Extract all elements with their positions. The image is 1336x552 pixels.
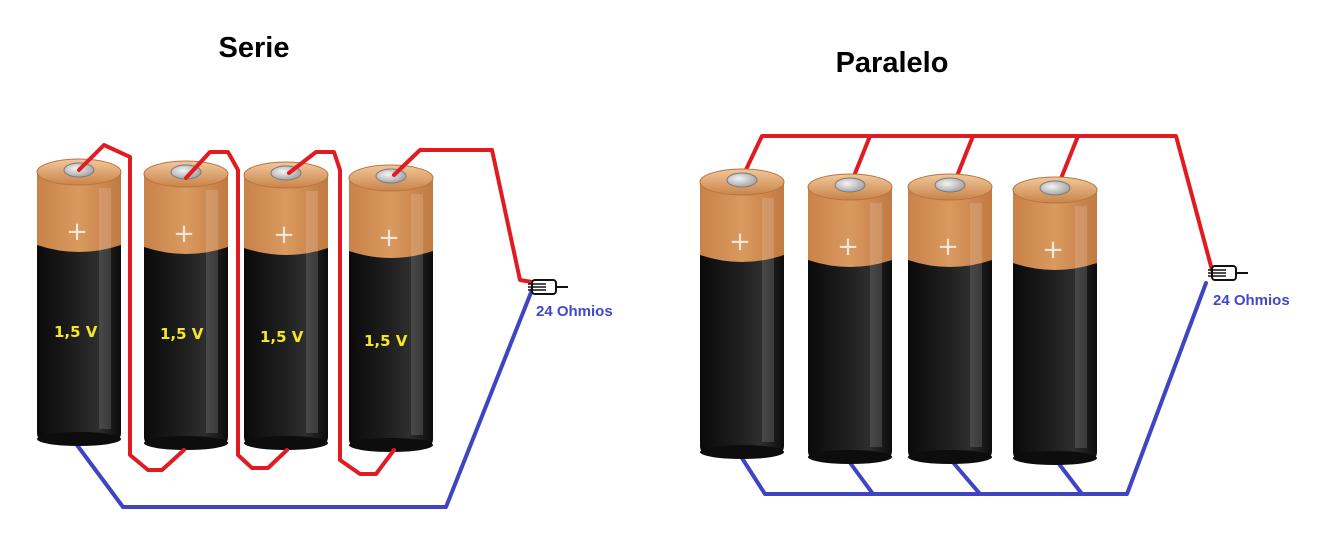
paralelo-resistor-label: 24 Ohmios xyxy=(1213,292,1290,309)
paralelo-negative-bus xyxy=(738,281,1208,496)
battery-terminal xyxy=(1039,180,1071,196)
paralelo-positive-bus xyxy=(740,134,1214,272)
battery-bottom xyxy=(349,438,433,452)
paralelo-negative-tap-3 xyxy=(949,458,982,496)
battery-bottom xyxy=(808,450,892,464)
paralelo-battery-2: + xyxy=(807,173,893,464)
voltage-label-4: 1,5 V xyxy=(364,332,408,350)
paralelo-title: Paralelo xyxy=(836,47,949,79)
battery-bottom xyxy=(144,436,228,450)
serie-positive-wire xyxy=(392,148,534,284)
battery-terminal xyxy=(726,172,758,188)
serie-voltage-labels: 1,5 V 1,5 V 1,5 V 1,5 V xyxy=(54,323,408,350)
battery-terminal xyxy=(375,168,407,184)
serie-positive-wires xyxy=(77,143,534,476)
battery-terminal xyxy=(834,177,866,193)
serie-battery-1: + xyxy=(36,158,122,446)
battery-plus-sign: + xyxy=(837,232,859,262)
battery-highlight xyxy=(411,194,423,435)
serie-battery-3: + xyxy=(243,161,329,450)
serie-resistor-label: 24 Ohmios xyxy=(536,303,613,320)
battery-highlight xyxy=(99,188,111,429)
battery-bottom xyxy=(37,432,121,446)
battery-cap xyxy=(1013,188,1097,270)
paralelo-negative-tap-4 xyxy=(1054,458,1084,496)
battery-highlight xyxy=(1075,206,1087,448)
serie-resistor-icon xyxy=(528,279,568,295)
serie-link-2-3 xyxy=(184,150,289,470)
paralelo-battery-4: + xyxy=(1012,176,1098,465)
voltage-label-3: 1,5 V xyxy=(260,328,304,346)
battery-highlight xyxy=(970,203,982,447)
battery-cap xyxy=(349,176,433,258)
battery-layer: + + + + + + + + xyxy=(36,158,1098,465)
battery-cap xyxy=(700,180,784,262)
battery-cap xyxy=(244,173,328,255)
paralelo-negative-tap-2 xyxy=(846,458,875,496)
serie-wires xyxy=(75,288,534,509)
battery-plus-sign: + xyxy=(66,217,88,247)
battery-cap xyxy=(37,170,121,252)
battery-highlight xyxy=(762,198,774,442)
serie-battery-2: + xyxy=(143,160,229,450)
battery-plus-sign: + xyxy=(729,227,751,257)
serie-battery-4: + xyxy=(348,164,434,452)
battery-cap xyxy=(144,172,228,254)
battery-bottom xyxy=(700,445,784,459)
paralelo-resistor-icon xyxy=(1208,265,1248,281)
battery-plus-sign: + xyxy=(378,223,400,253)
paralelo-battery-1: + xyxy=(699,168,785,459)
serie-title: Serie xyxy=(219,32,290,64)
battery-highlight xyxy=(206,190,218,433)
battery-cap xyxy=(808,185,892,267)
battery-cap xyxy=(908,185,992,267)
battery-highlight xyxy=(306,191,318,433)
battery-bottom xyxy=(1013,451,1097,465)
battery-highlight xyxy=(870,203,882,447)
battery-plus-sign: + xyxy=(937,232,959,262)
battery-plus-sign: + xyxy=(273,220,295,250)
voltage-label-1: 1,5 V xyxy=(54,323,98,341)
paralelo-battery-3: + xyxy=(907,173,993,464)
battery-bottom xyxy=(244,436,328,450)
battery-plus-sign: + xyxy=(1042,235,1064,265)
voltage-label-2: 1,5 V xyxy=(160,325,204,343)
battery-bottom xyxy=(908,450,992,464)
serie-link-1-2 xyxy=(77,143,186,472)
battery-terminal xyxy=(934,177,966,193)
battery-plus-sign: + xyxy=(173,219,195,249)
serie-negative-wire xyxy=(75,288,534,509)
serie-link-3-4 xyxy=(287,150,396,476)
